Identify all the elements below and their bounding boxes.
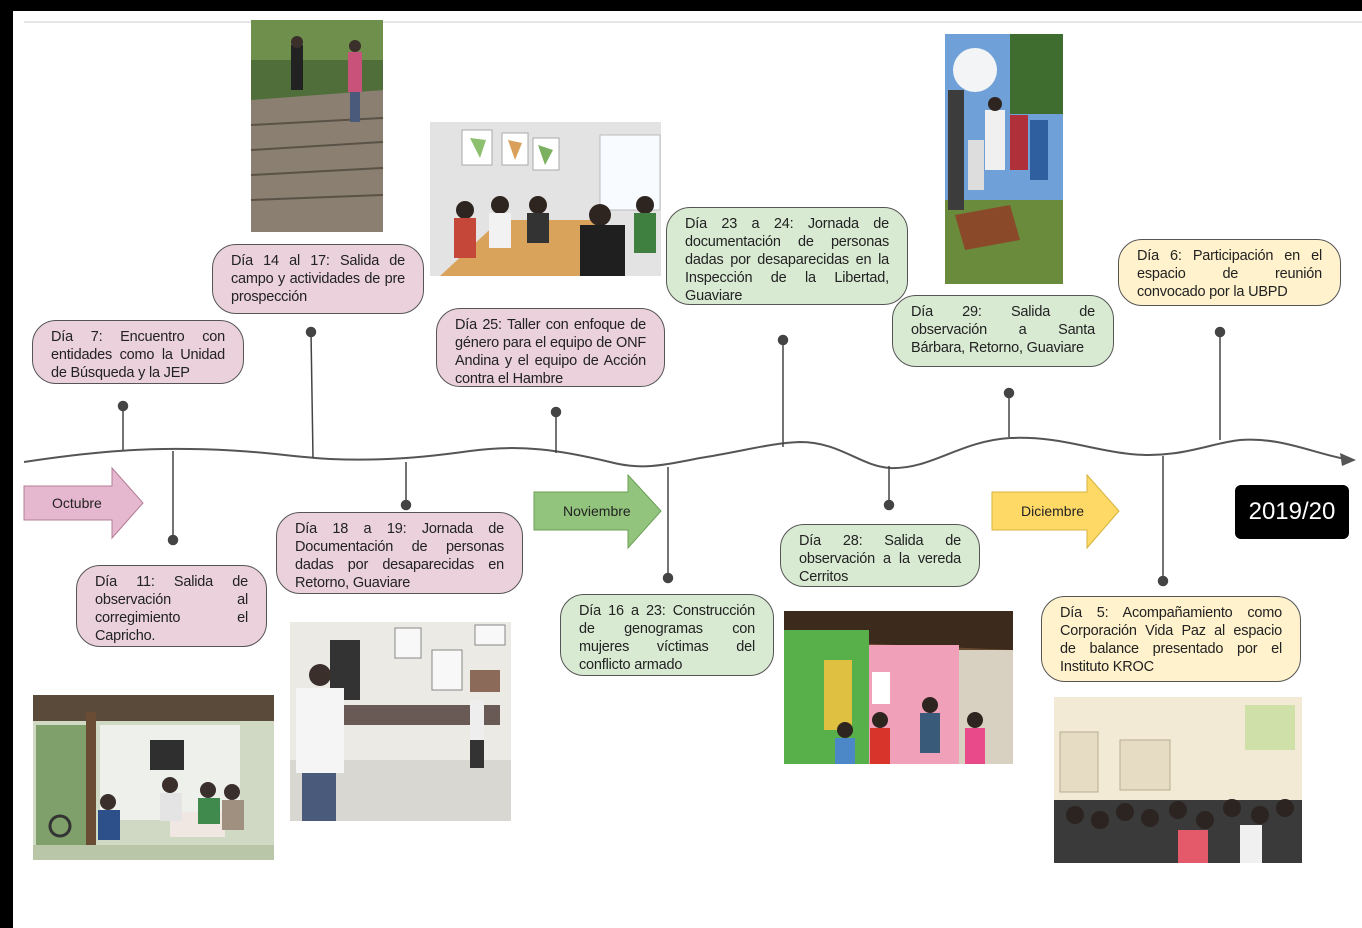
frame-border-top [0,0,1362,11]
november-arrow [533,473,662,550]
month-december: Diciembre [1021,503,1085,519]
december-arrow [991,473,1120,550]
event-oct-11: Día 11: Salida de observación al corregi… [76,565,267,647]
october-arrow [23,466,144,540]
event-dec-6: Día 6: Participación en el espacio de re… [1118,239,1341,306]
event-nov-28: Día 28: Salida de observación a la vered… [780,524,980,587]
event-nov-16-23: Día 16 a 23: Construcción de genogramas … [560,594,774,676]
event-oct-18-19: Día 18 a 19: Jornada de Documentación de… [276,512,523,594]
timeline-axis [23,436,1346,470]
photo-documentation [290,622,511,821]
frame-border-left [0,0,13,928]
timeline-arrowhead [1340,453,1356,466]
event-oct-7: Día 7: Encuentro con entidades como la U… [32,320,244,384]
year-badge: 2019/20 [1235,485,1349,539]
frame-inner-line [24,21,1362,23]
photo-capricho [33,695,274,860]
photo-bridge [250,20,384,232]
month-november: Noviembre [563,503,631,519]
event-oct-25: Día 25: Taller con enfoque de género par… [436,308,665,387]
event-dec-5: Día 5: Acompañamiento como Corporación V… [1041,596,1301,682]
event-nov-29: Día 29: Salida de observación a Santa Bá… [892,295,1114,367]
event-oct-14-17: Día 14 al 17: Salida de campo y activida… [212,244,424,314]
photo-genograms [784,611,1013,764]
photo-santa-barbara [945,34,1063,284]
event-nov-23-24: Día 23 a 24: Jornada de documentación de… [666,207,908,305]
month-october: Octubre [52,495,102,511]
photo-workshop [430,122,661,276]
photo-kroc [1054,697,1302,863]
